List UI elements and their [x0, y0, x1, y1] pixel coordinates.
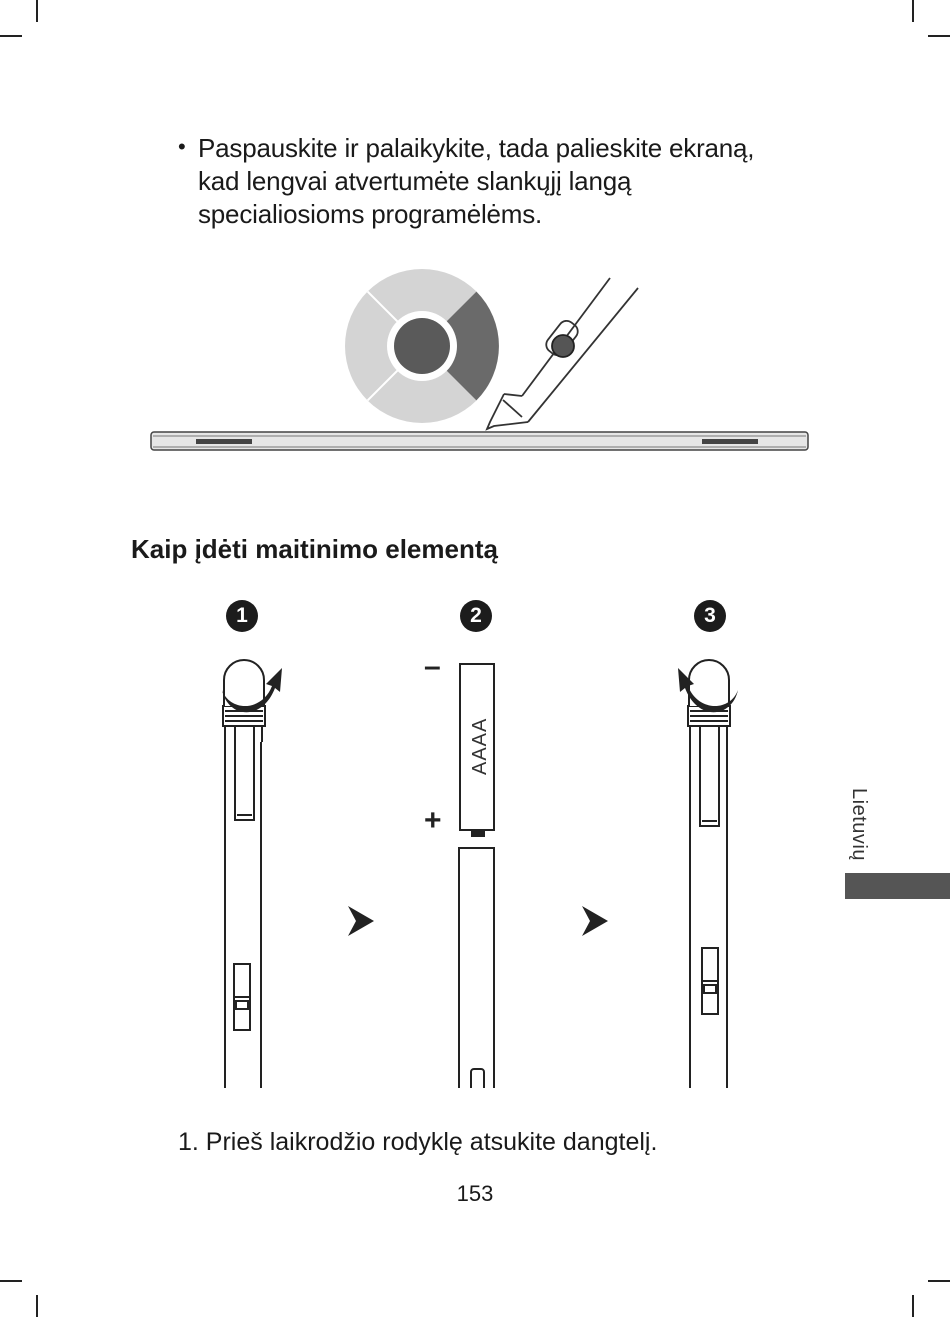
bullet-paragraph: • Paspauskite ir palaikykite, tada palie…: [178, 132, 818, 231]
crop-mark-top-left-v: [36, 0, 38, 22]
pen-step-3-icon: [687, 659, 731, 1088]
step-instruction: 1. Prieš laikrodžio rodyklę atsukite dan…: [178, 1128, 658, 1156]
rotate-clockwise-arrow-icon: [678, 668, 738, 713]
step-badge-2: 2: [460, 600, 492, 632]
stylus-pen-icon: [485, 277, 639, 431]
bullet-dot-icon: •: [178, 134, 186, 159]
pen-step-1-icon: [222, 659, 266, 1088]
rotate-counterclockwise-arrow-icon: [222, 668, 282, 713]
battery-label: AAAA: [469, 718, 491, 775]
pen-step-2-icon: [458, 847, 495, 1088]
bullet-line-2: kad lengvai atvertumėte slankųjį langą: [198, 166, 632, 196]
crop-mark-bottom-right-v: [912, 1295, 914, 1317]
crop-mark-bottom-right-h: [928, 1280, 950, 1282]
plus-sign: +: [424, 804, 442, 837]
bullet-line-1: Paspauskite ir palaikykite, tada paliesk…: [198, 133, 755, 163]
next-arrow-icon: [582, 906, 608, 936]
tablet-edge-icon: [150, 431, 809, 451]
step-badge-1: 1: [226, 600, 258, 632]
step-badge-3: 3: [694, 600, 726, 632]
section-title: Kaip įdėti maitinimo elementą: [131, 534, 498, 564]
minus-sign: –: [424, 650, 441, 683]
page-number: 153: [456, 1181, 494, 1206]
crop-mark-top-right-v: [912, 0, 914, 22]
crop-mark-top-left-h: [0, 35, 22, 37]
battery-icon: [459, 663, 495, 837]
bullet-line-3: specialiosioms programėlėms.: [198, 199, 543, 229]
language-tab-bar: [845, 873, 950, 899]
language-tab-text: Lietuvių: [848, 788, 870, 861]
next-arrow-icon: [348, 906, 374, 936]
crop-mark-bottom-left-h: [0, 1280, 22, 1282]
radial-menu-icon: [345, 269, 499, 423]
crop-mark-top-right-h: [928, 35, 950, 37]
crop-mark-bottom-left-v: [36, 1295, 38, 1317]
